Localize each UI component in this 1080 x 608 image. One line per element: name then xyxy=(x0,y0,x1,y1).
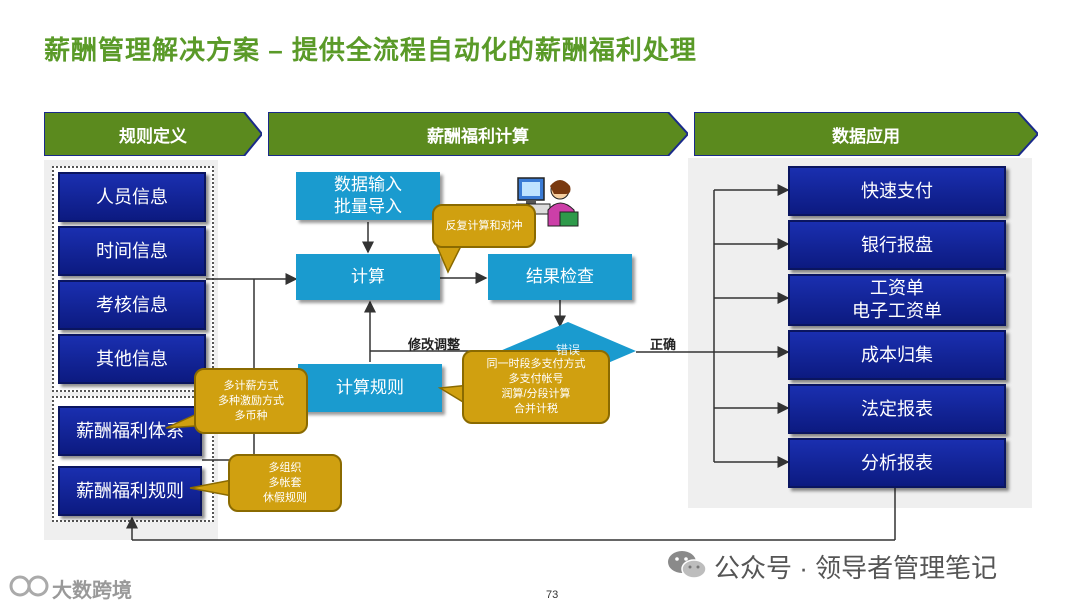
output-analysis-report: 分析报表 xyxy=(788,438,1006,488)
wechat-icon xyxy=(668,551,707,579)
rule-item-rules: 薪酬福利规则 xyxy=(58,466,202,516)
callout-repeat-calc: 反复计算和对冲 xyxy=(432,204,536,248)
calc-rules-box: 计算规则 xyxy=(298,364,442,412)
output-statutory-report: 法定报表 xyxy=(788,384,1006,434)
decision-label: 错误 xyxy=(555,343,580,357)
info-item-assessment: 考核信息 xyxy=(58,280,206,330)
watermark-left: 大数跨境 xyxy=(52,580,132,602)
phase-banner-rules: 规则定义 xyxy=(44,112,262,156)
result-check-box: 结果检查 xyxy=(488,254,632,300)
modify-label: 修改调整 xyxy=(408,337,461,352)
output-payslip: 工资单 电子工资单 xyxy=(788,274,1006,326)
phase-arrow-shape xyxy=(44,112,262,156)
page-number: 73 xyxy=(546,589,559,601)
page-title: 薪酬管理解决方案 – 提供全流程自动化的薪酬福利处理 xyxy=(44,35,697,65)
output-quick-pay: 快速支付 xyxy=(788,166,1006,216)
brand-logo-icon xyxy=(9,575,49,597)
correct-label: 正确 xyxy=(650,337,677,352)
phase-label: 数据应用 xyxy=(832,126,900,146)
phase-arrow-shape xyxy=(694,112,1038,156)
compute-box: 计算 xyxy=(296,254,440,300)
phase-arrow-shape xyxy=(268,112,688,156)
info-item-person: 人员信息 xyxy=(58,172,206,222)
callout-payment-methods: 同一时段多支付方式 多支付帐号 润算/分段计算 合并计税 xyxy=(462,350,610,424)
callout-salary-methods: 多计薪方式 多种激励方式 多币种 xyxy=(194,368,308,434)
phase-label: 薪酬福利计算 xyxy=(427,126,529,146)
info-item-time: 时间信息 xyxy=(58,226,206,276)
phase-banner-apply: 数据应用 xyxy=(694,112,1038,156)
output-cost-allocation: 成本归集 xyxy=(788,330,1006,380)
info-item-other: 其他信息 xyxy=(58,334,206,384)
phase-banner-calc: 薪酬福利计算 xyxy=(268,112,688,156)
phase-label: 规则定义 xyxy=(119,126,187,146)
watermark-right: 公众号 · 领导者管理笔记 xyxy=(714,553,998,583)
rule-item-system: 薪酬福利体系 xyxy=(58,406,202,456)
data-input-box: 数据输入 批量导入 xyxy=(296,172,440,220)
output-bank-file: 银行报盘 xyxy=(788,220,1006,270)
callout-org-rules: 多组织 多帐套 休假规则 xyxy=(228,454,342,512)
